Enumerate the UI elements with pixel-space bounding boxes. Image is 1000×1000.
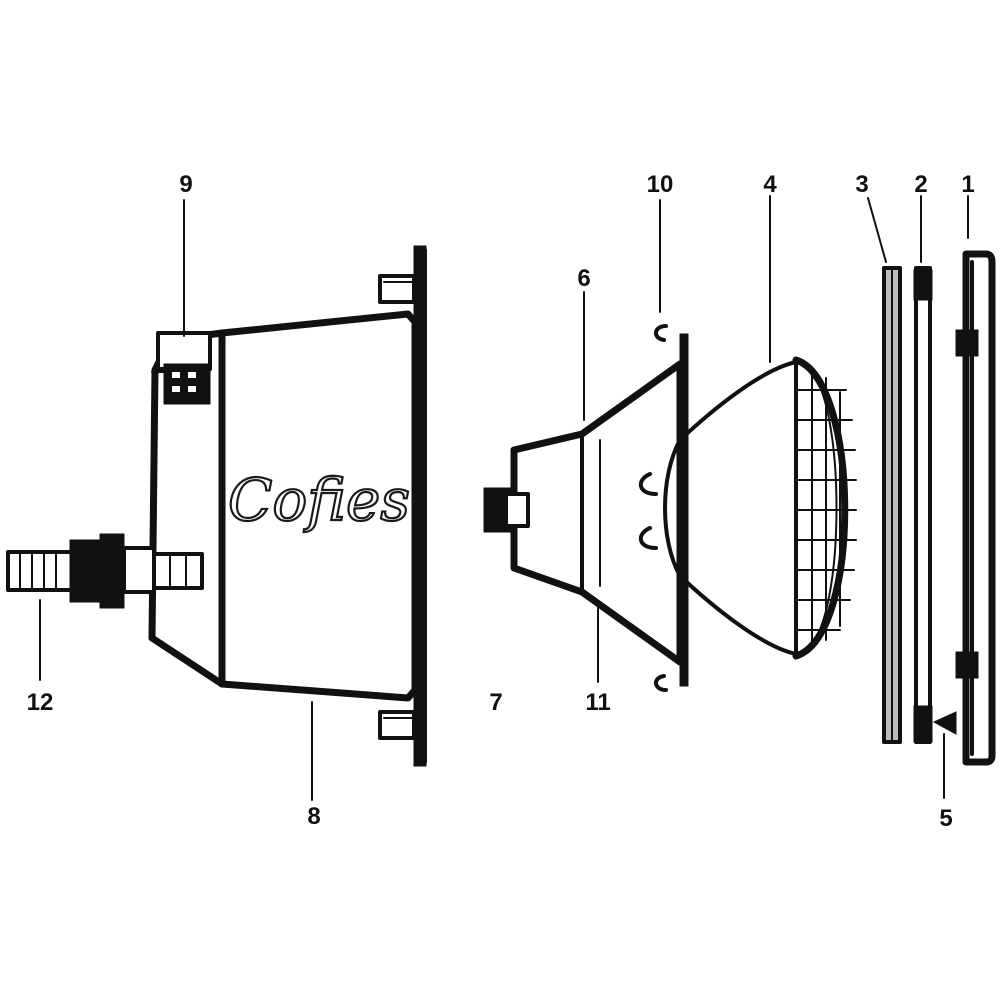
lamp-part-4 <box>663 356 857 660</box>
bezel-part-1 <box>955 250 996 766</box>
housing-part-8: Cofies <box>148 245 427 767</box>
callout-7: 7 <box>489 689 502 716</box>
callout-1: 1 <box>961 171 974 198</box>
fitting-part-12 <box>6 533 204 609</box>
callout-3: 3 <box>855 171 868 198</box>
socket-part-7 <box>483 487 530 533</box>
leader-lines <box>39 195 969 801</box>
callout-12: 12 <box>27 689 54 716</box>
callout-8: 8 <box>307 803 320 830</box>
adjuster-part-9 <box>156 331 212 405</box>
callout-5: 5 <box>939 805 952 832</box>
spring-clip-part-10 <box>639 324 668 692</box>
callout-6: 6 <box>577 265 590 292</box>
callout-2: 2 <box>914 171 927 198</box>
screw-part-5 <box>932 711 957 735</box>
callout-4: 4 <box>763 171 777 198</box>
reflector-part-6 <box>510 333 689 687</box>
brand-logo: Cofies <box>228 466 410 534</box>
ring-part-2 <box>913 266 933 744</box>
callout-9: 9 <box>179 171 192 198</box>
gasket-part-3 <box>882 266 902 744</box>
callout-11: 11 <box>585 689 610 716</box>
callout-10: 10 <box>647 171 674 198</box>
